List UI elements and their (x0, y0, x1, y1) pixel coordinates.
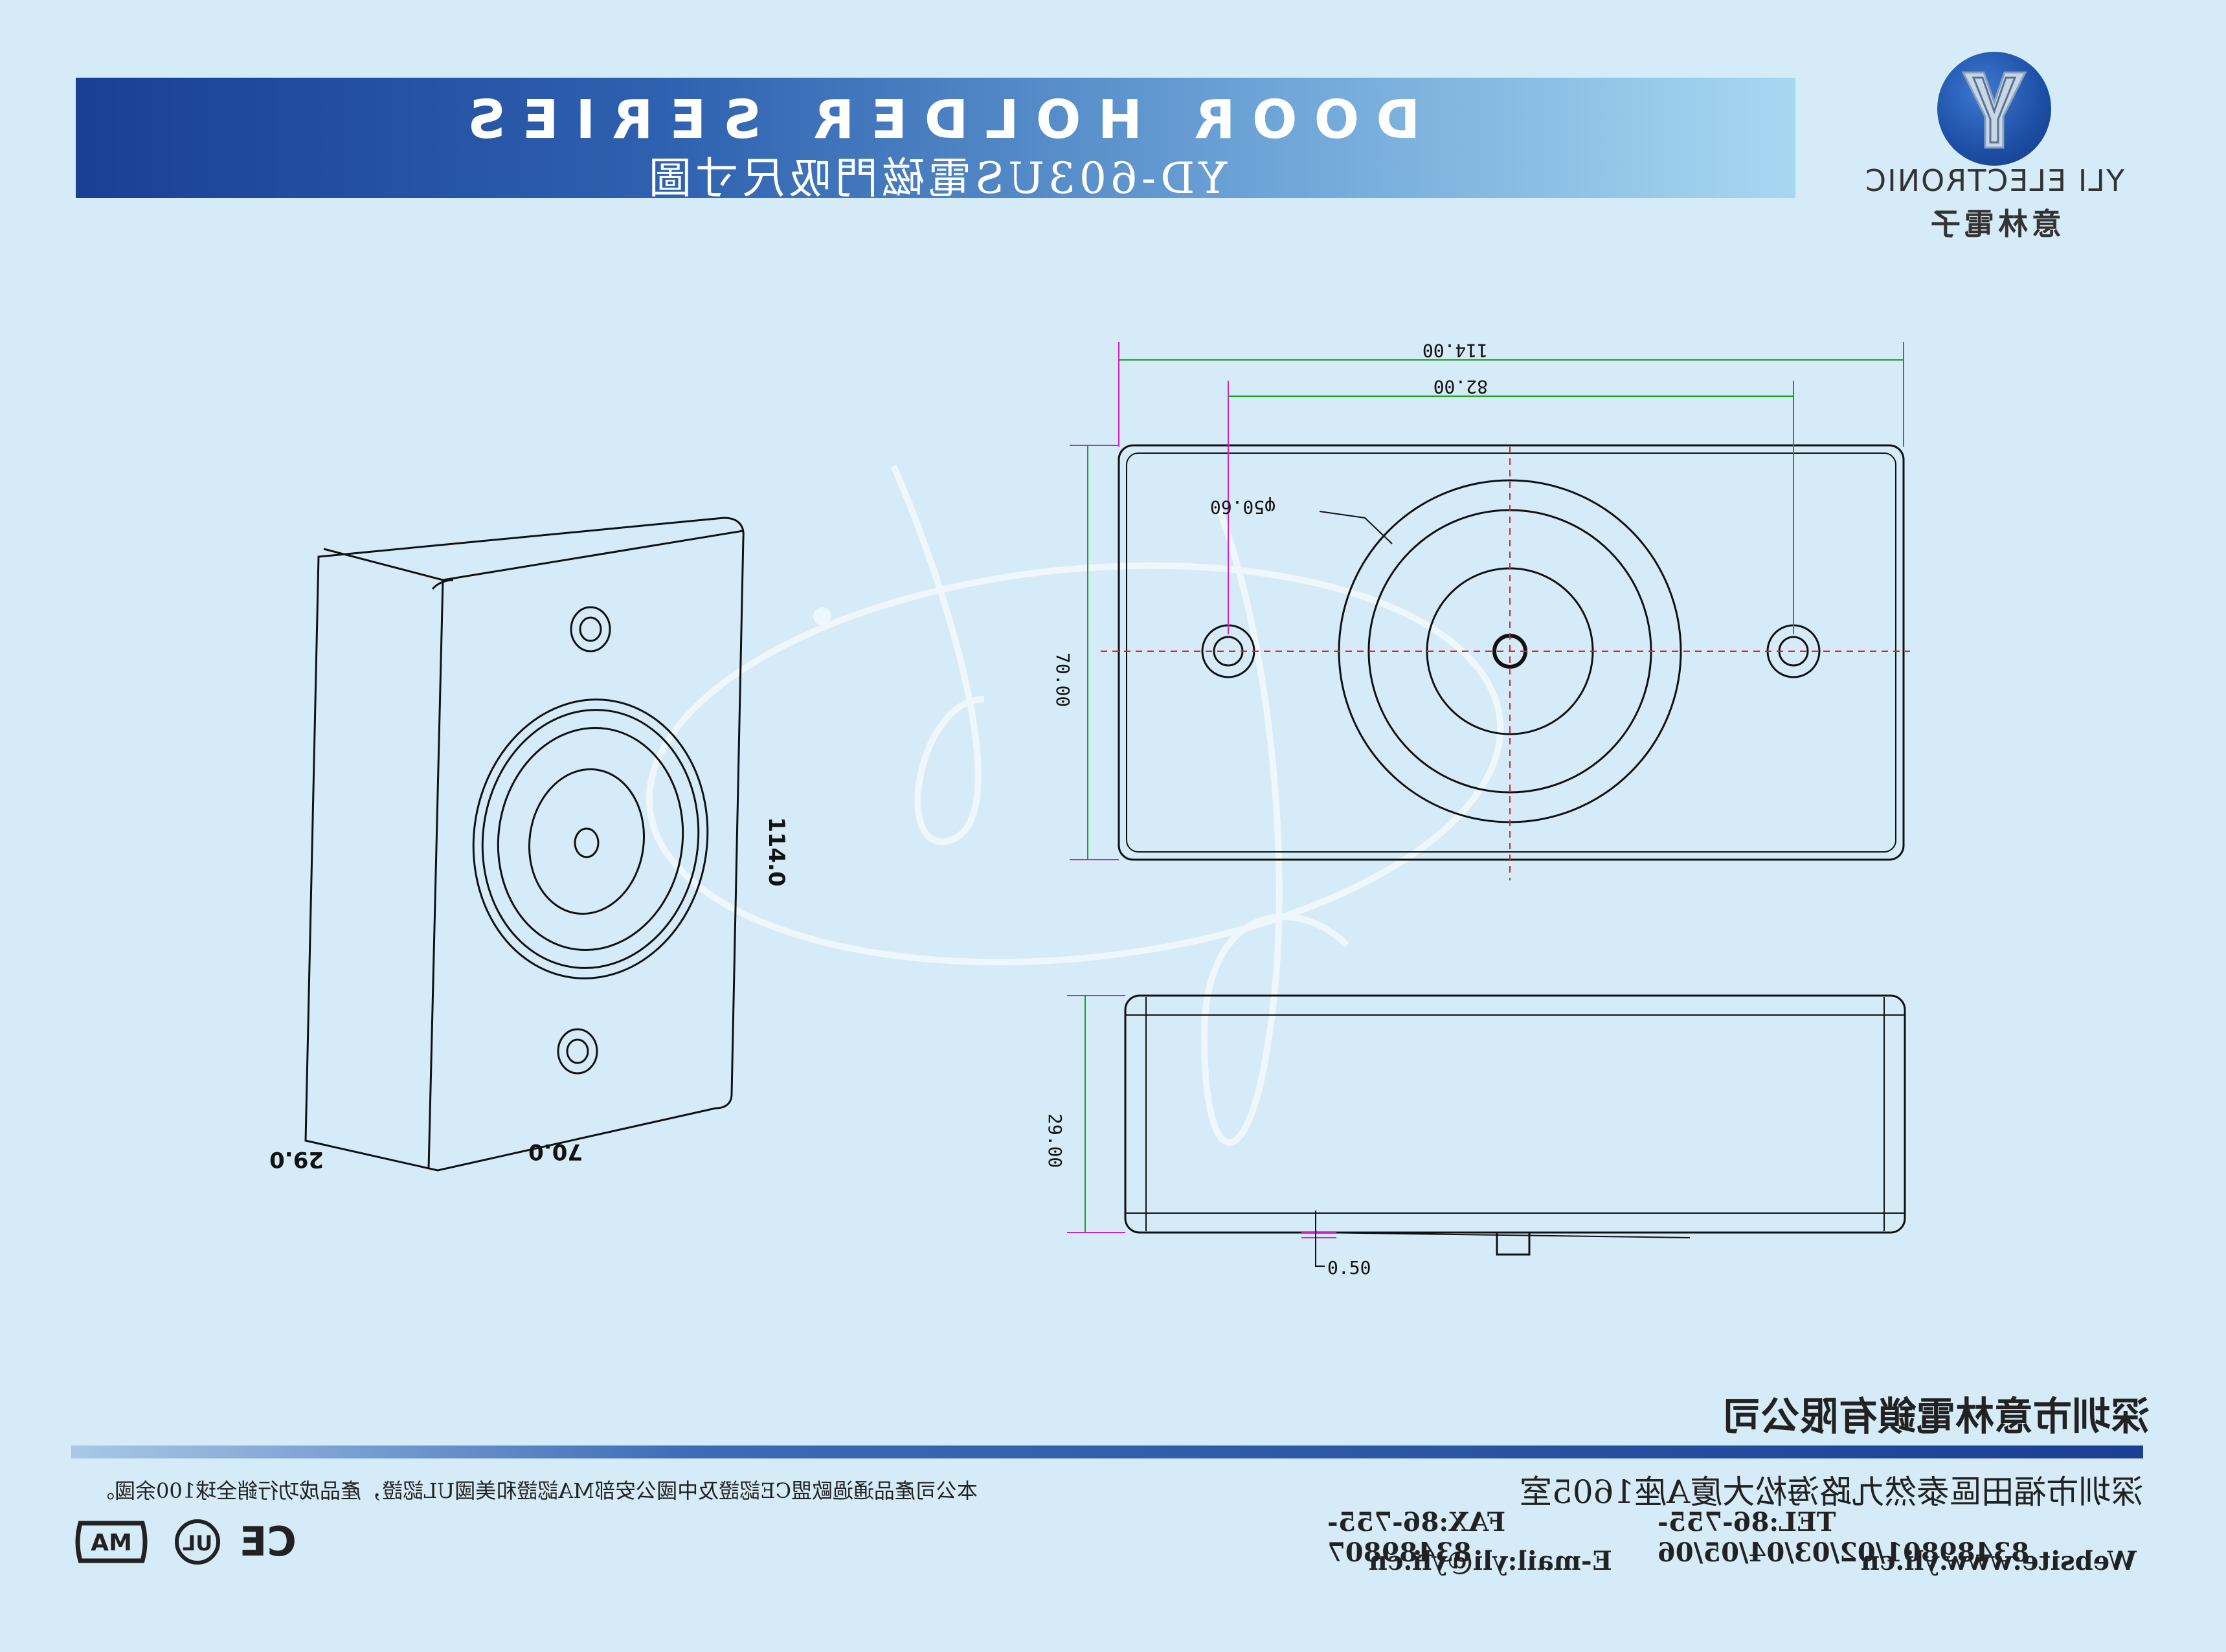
ce-mark-text: CE (240, 1518, 297, 1565)
company-name-text: 深圳市意林電鎖有限公司 (1722, 1394, 2150, 1440)
ul-mark-glyph: UL (175, 1519, 220, 1565)
side-view (1124, 994, 1906, 1256)
watermark (646, 464, 1504, 1146)
iso-dimension-labels: 114.0 70.0 29.0 (269, 817, 789, 1172)
ce-mark-icon: CE (240, 1518, 304, 1565)
website-text: Website:www.yli.cn (1861, 1546, 2137, 1576)
ma-mark-text: MA (91, 1530, 132, 1556)
website: Website:www.yli.cn (1658, 1546, 2137, 1576)
iso-top-edge (323, 530, 744, 581)
iso-depth-label: 29.0 (269, 1146, 324, 1172)
iso-outer-ring (472, 698, 709, 979)
footer-rule (71, 1446, 2143, 1458)
iso-height-label: 114.0 (763, 817, 789, 887)
certification-note-text: 本公司產品通過歐盟CE認證及中國公安部MA認證和美國UL認證，產品成功行銷全球1… (93, 1479, 978, 1503)
ma-mark-icon: MA (73, 1518, 150, 1563)
front-body (1118, 444, 1905, 861)
company-logo: YLI ELECTRONIC 意林電子 (1842, 52, 2124, 246)
company-name: 深圳市意林電鎖有限公司 (1645, 1385, 2150, 1442)
iso-corner (431, 579, 454, 590)
header-banner: DOOR HOLDER SERIES YD-603US電磁門吸尺寸圖 (76, 78, 1795, 203)
iso-width-label: 70.0 (528, 1139, 583, 1165)
ul-mark-text: UL (183, 1531, 212, 1556)
offset-leader (1315, 1211, 1325, 1267)
front-body-inner (1126, 452, 1896, 853)
diameter-leader (1319, 511, 1393, 544)
iso-top-hole-outer (570, 606, 611, 653)
certification-note: 本公司產品通過歐盟CE認證及中國公安部MA認證和美國UL認證，產品成功行銷全球1… (71, 1475, 978, 1504)
front-center-lines (1101, 447, 1910, 880)
y-logo-glyph (1961, 71, 2027, 149)
side-dimension: 29.00 0.50 (1044, 995, 1371, 1278)
side-offset-label: 0.50 (1327, 1257, 1371, 1278)
iso-front-edge (427, 579, 444, 1170)
iso-top-hole-inner (579, 616, 602, 642)
iso-center-pin (574, 827, 600, 858)
iso-body-outline (304, 517, 745, 1172)
side-height-label: 29.00 (1044, 1113, 1066, 1168)
company-address: 深圳市福田區泰然九路海松大廈A座1605室 (1489, 1466, 2143, 1513)
iso-inner-ring (481, 709, 700, 969)
company-address-text: 深圳市福田區泰然九路海松大廈A座1605室 (1519, 1473, 2143, 1511)
overall-width-label: 114.00 (1422, 340, 1488, 361)
hole-spacing-label: 82.00 (1433, 376, 1488, 397)
side-plate (1315, 1232, 1691, 1238)
diameter-label: φ50.60 (1210, 497, 1276, 518)
iso-bottom-hole-outer (557, 1028, 598, 1075)
y-logo-icon (1937, 52, 2051, 166)
iso-bottom-hole-inner (566, 1038, 589, 1064)
front-dimension-labels: 114.00 82.00 φ50.60 70.00 (1052, 340, 1488, 707)
ma-mark-glyph: MA (75, 1521, 148, 1563)
front-height-label: 70.00 (1052, 653, 1074, 707)
side-body (1124, 994, 1906, 1234)
iso-armature-ring (497, 727, 684, 951)
front-dimension-lines (1087, 359, 1904, 860)
isometric-view (304, 517, 745, 1172)
email: E-mail:yli@yli.cn (1327, 1546, 1612, 1576)
email-text: E-mail:yli@yli.cn (1369, 1546, 1612, 1576)
ul-mark-icon: UL (174, 1518, 221, 1565)
side-pin (1496, 1231, 1531, 1256)
iso-armature-face (528, 768, 646, 915)
